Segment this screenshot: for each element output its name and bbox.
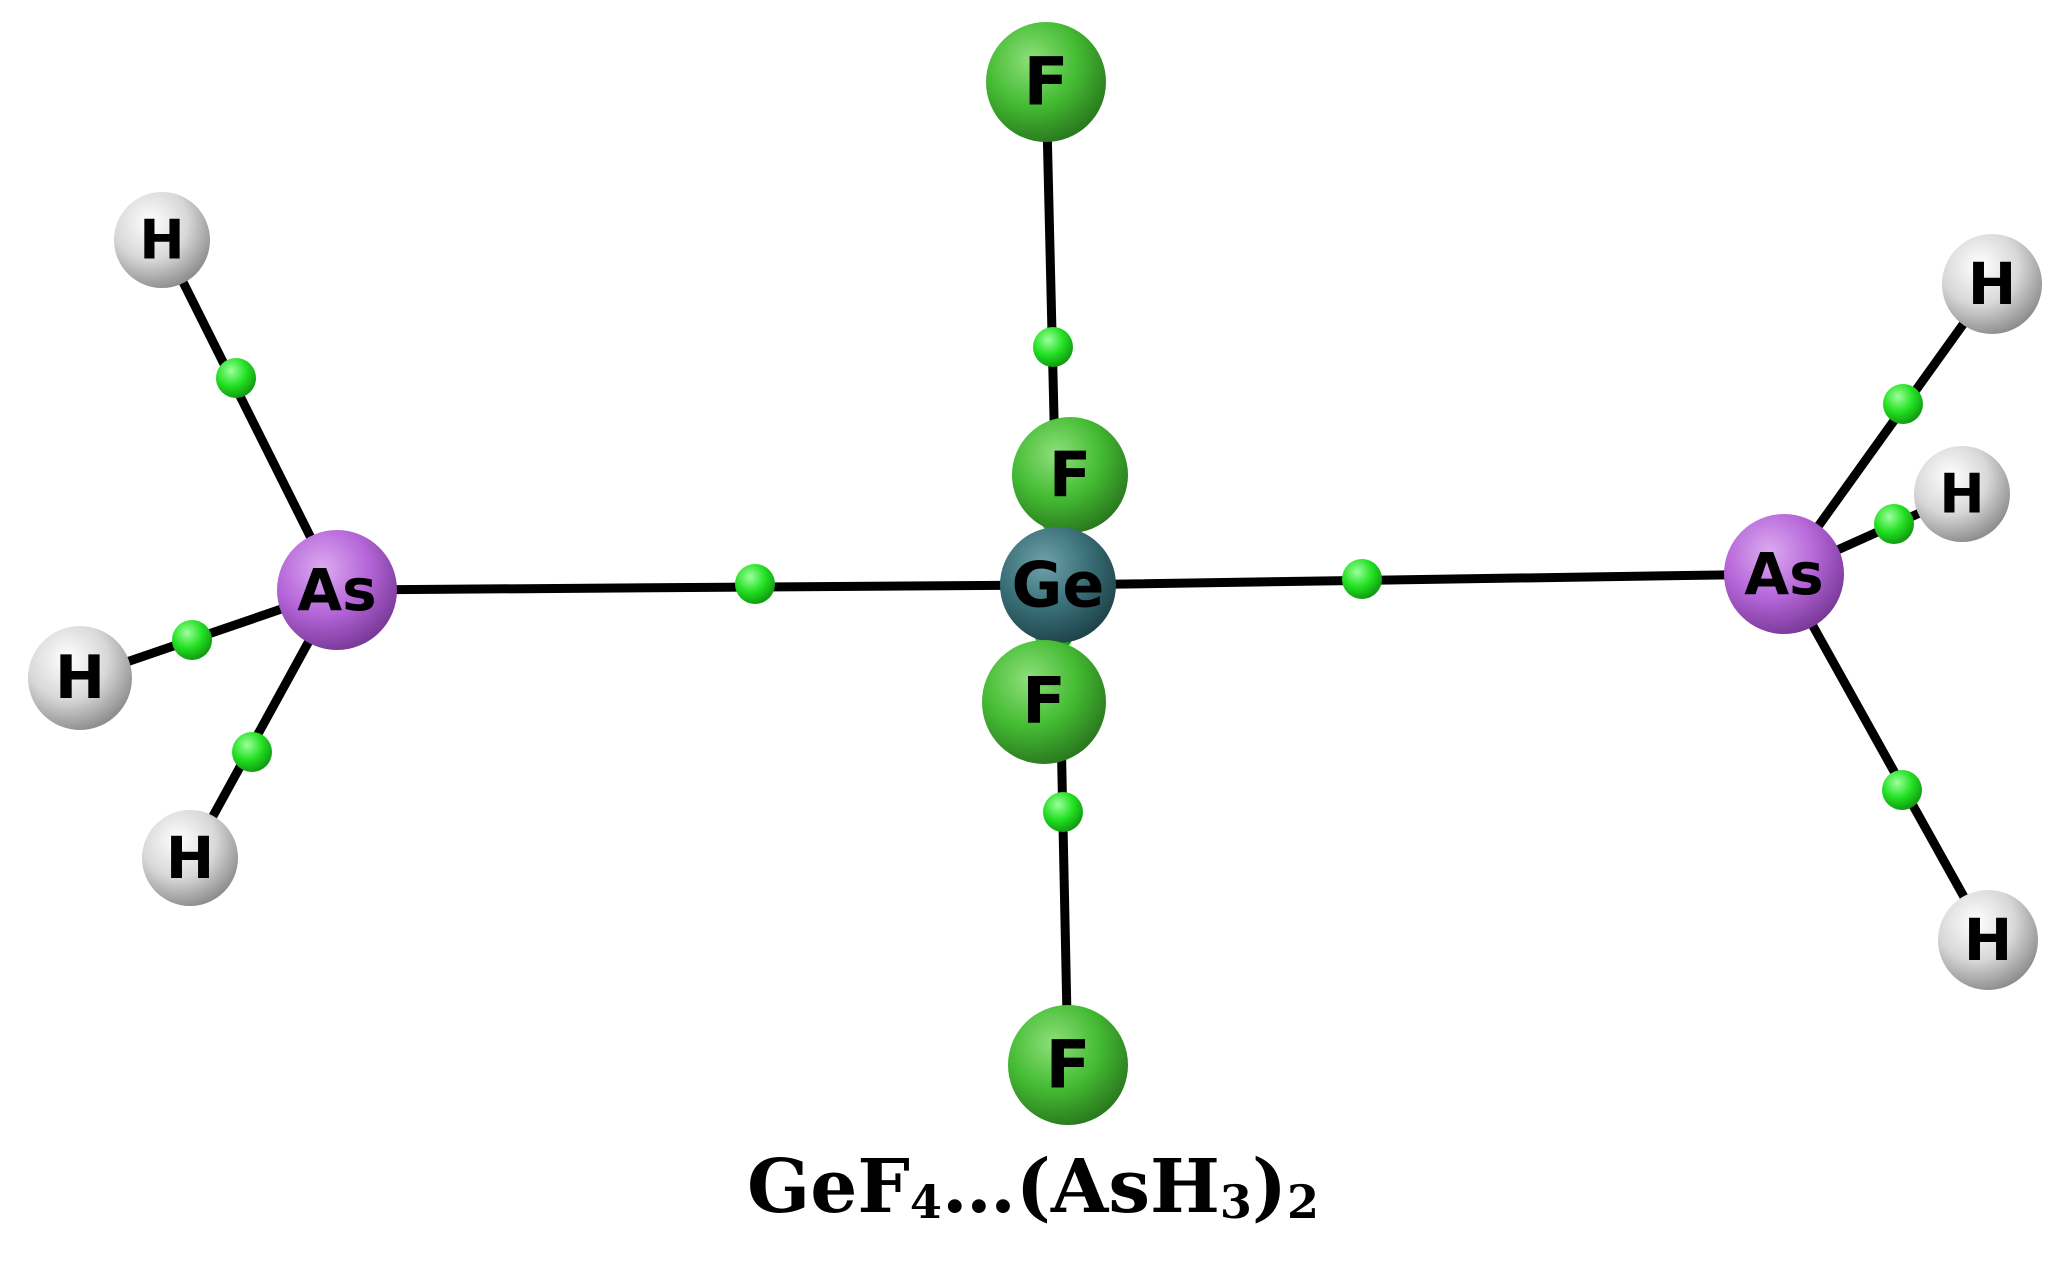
bond-critical-point-AsR-HR1 xyxy=(1883,384,1923,424)
caption-prefix: GeF xyxy=(747,1144,910,1230)
caption-middle: …(AsH xyxy=(941,1144,1220,1230)
atom-label: F xyxy=(1022,665,1066,739)
atom-sphere xyxy=(1938,890,2038,990)
atom-sphere xyxy=(1012,417,1128,533)
atom-label: F xyxy=(1045,1027,1090,1104)
atom-label: F xyxy=(1049,439,1091,512)
atom-label: F xyxy=(1023,44,1068,121)
atom-h-hr1: H xyxy=(1942,234,2042,334)
atom-label: As xyxy=(297,556,376,624)
atom-sphere xyxy=(114,192,210,288)
caption-sub-4: 4 xyxy=(909,1174,942,1229)
bond-AsR-Ge xyxy=(1053,569,1789,590)
atom-sphere xyxy=(277,530,397,650)
bond-critical-point-AsL-HL1 xyxy=(216,358,256,398)
atom-sphere xyxy=(28,626,132,730)
caption-close: ) xyxy=(1251,1144,1287,1230)
atom-label: As xyxy=(1744,540,1823,608)
atom-f-f4: F xyxy=(1008,1005,1128,1125)
atom-label: H xyxy=(1964,906,2013,974)
caption-sub-2: 2 xyxy=(1286,1174,1319,1229)
figure-caption: GeF4…(AsH3)2 xyxy=(0,1150,2066,1225)
atom-h-hl1: H xyxy=(114,192,210,288)
atom-label: H xyxy=(139,209,184,272)
atom-h-hl2: H xyxy=(28,626,132,730)
atom-sphere xyxy=(1942,234,2042,334)
bond-critical-point-AsL-Ge xyxy=(735,564,775,604)
atom-label: H xyxy=(1939,463,1984,526)
bond-critical-point-AsR-Ge xyxy=(1342,559,1382,599)
bond-critical-point-AsL-HL2 xyxy=(172,620,212,660)
atom-f-f1: F xyxy=(986,22,1106,142)
atom-sphere xyxy=(982,640,1106,764)
atom-sphere xyxy=(1008,1005,1128,1125)
atom-label: H xyxy=(1968,250,2017,318)
atom-f-f3: F xyxy=(982,640,1106,764)
caption-sub-3: 3 xyxy=(1219,1174,1252,1229)
atom-label: H xyxy=(55,643,105,713)
bond-critical-point-AsR-HR2 xyxy=(1874,504,1914,544)
bond-critical-point-AsL-HL3 xyxy=(232,732,272,772)
bond-critical-point-AsR-HR3 xyxy=(1882,770,1922,810)
bond-AsR-HR3 xyxy=(1779,569,1993,945)
atom-sphere xyxy=(986,22,1106,142)
atom-h-hr2: H xyxy=(1914,446,2010,542)
bond-critical-point-F1-Ge xyxy=(1033,327,1073,367)
atom-label: H xyxy=(166,824,215,892)
atom-h-hl3: H xyxy=(142,810,238,906)
atom-as-asl: As xyxy=(277,530,397,650)
bond-AsL-Ge xyxy=(332,580,1063,595)
bond-AsL-HL1 xyxy=(157,235,342,595)
atom-ge-ge: Ge xyxy=(1000,527,1116,643)
atom-sphere xyxy=(142,810,238,906)
bond-critical-point-F4-Ge xyxy=(1043,792,1083,832)
atom-h-hr3: H xyxy=(1938,890,2038,990)
atom-sphere xyxy=(1724,514,1844,634)
atom-sphere xyxy=(1000,527,1116,643)
atom-as-asr: As xyxy=(1724,514,1844,634)
atom-sphere xyxy=(1914,446,2010,542)
atom-f-f2: F xyxy=(1012,417,1128,533)
atom-label: Ge xyxy=(1012,549,1105,622)
